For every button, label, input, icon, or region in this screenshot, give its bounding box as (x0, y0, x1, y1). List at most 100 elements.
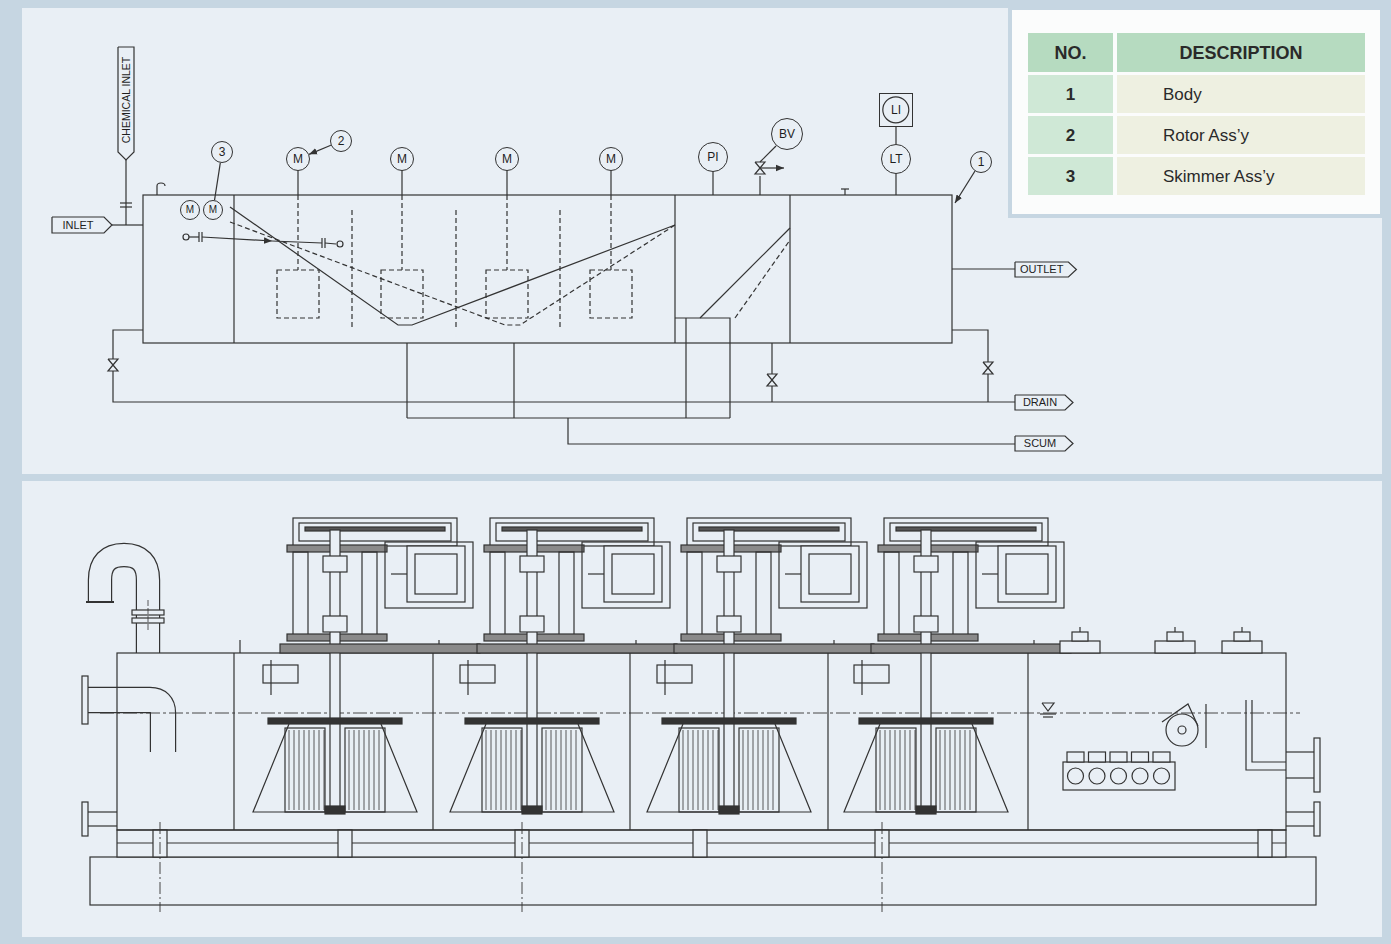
tag-text: INLET (62, 220, 93, 231)
rotor-outline (381, 270, 423, 318)
grille-bar (768, 730, 769, 810)
motor-label: M (397, 153, 407, 165)
hopper (675, 318, 730, 343)
tag-outline (118, 47, 134, 160)
rotor-grille (542, 728, 582, 812)
trough-pipe (270, 660, 271, 695)
grille-bar (299, 730, 300, 810)
grille-bar (950, 730, 951, 810)
bottom-panel (22, 481, 1382, 937)
grille-bar (576, 730, 577, 810)
grille-bar (743, 730, 744, 810)
tag-arrow: SCUM (1015, 436, 1073, 451)
skimmer-guide (1205, 704, 1206, 748)
motor-label: M (293, 153, 303, 165)
instrument-tag: BV (779, 128, 795, 140)
rotor-cone (253, 724, 417, 812)
skid-base (90, 857, 1316, 905)
valve-symbol (767, 374, 777, 386)
collector-cup (1067, 752, 1084, 762)
shaft-foot (916, 806, 936, 814)
shaft-foot (325, 806, 345, 814)
grille-bar (970, 730, 971, 810)
drain-stub (88, 825, 117, 826)
rotor-shaft (610, 195, 611, 270)
outlet-baffle (1252, 700, 1286, 762)
bearing (520, 616, 544, 632)
grille-bar (960, 730, 961, 810)
rotor-cone (844, 724, 1008, 812)
leader-line (955, 171, 975, 203)
partition (233, 653, 234, 830)
baffle (351, 210, 352, 330)
rotor-grille (876, 728, 916, 812)
collector-cup (1132, 752, 1149, 762)
base-plate (674, 644, 874, 653)
vent (844, 189, 845, 195)
callout-number: 3 (219, 146, 226, 158)
weir-line (735, 240, 790, 318)
instrument-tag: LI (891, 104, 901, 116)
collector-roller (1089, 768, 1105, 784)
motor-label: M (606, 153, 616, 165)
rotor-cone (647, 724, 811, 812)
hatch-handle (1241, 627, 1242, 632)
drive-belt (699, 527, 839, 531)
support-leg (693, 830, 707, 857)
collector-roller (1111, 768, 1127, 784)
vent (841, 188, 849, 189)
skimmer-shaft (189, 236, 199, 237)
grille-bar (521, 730, 522, 810)
grille-bar (486, 730, 487, 810)
bearing (520, 556, 544, 572)
outlet-pipe (1286, 751, 1316, 752)
center-line (148, 600, 149, 632)
frame-column (490, 552, 505, 636)
frame-column (362, 552, 377, 636)
water-level-line (100, 713, 1300, 714)
grille-bar (491, 730, 492, 810)
grille-bar (708, 730, 709, 810)
tag-text: OUTLET (1020, 264, 1063, 275)
grille-bar (900, 730, 901, 810)
motor-symbol: M (286, 147, 310, 171)
rotor-shaft (297, 195, 298, 270)
scum-pipe (406, 343, 407, 418)
motor (415, 554, 457, 594)
rotor-disc (662, 718, 796, 724)
water-level-symbol (1040, 713, 1056, 714)
motor (407, 546, 465, 602)
grille-bar (763, 730, 764, 810)
tank-body (143, 195, 952, 343)
flange (82, 676, 88, 724)
rotor-grille (936, 728, 976, 812)
tag-text: SCUM (1024, 438, 1056, 449)
motor-symbol: M (390, 147, 414, 171)
cell-text: Skimmer Ass’y (1163, 168, 1274, 185)
leader-line (215, 163, 221, 200)
belt-guard (299, 523, 451, 541)
collector-roller (1068, 768, 1084, 784)
table-cell: 3 (1028, 157, 1113, 195)
skimmer-drum (1166, 714, 1198, 746)
trough-pipe (861, 660, 862, 695)
inlet-pipe (88, 700, 163, 752)
drain-stub (88, 811, 117, 812)
cell-text: 2 (1066, 127, 1075, 144)
partition (1027, 653, 1028, 830)
leader-line (309, 145, 331, 154)
rotor-disc (465, 718, 599, 724)
motor (809, 554, 851, 594)
hatch-handle (1167, 632, 1183, 641)
shaft-end (337, 241, 343, 247)
rotor-grille (482, 728, 522, 812)
grille-bar (556, 730, 557, 810)
collector-cup (1110, 752, 1127, 762)
instrument-bubble: LT (881, 144, 911, 174)
belt-guard (496, 523, 648, 541)
grille-bar (506, 730, 507, 810)
hatch-handle (1079, 627, 1080, 632)
tag-text: CHEMICAL INLET (121, 56, 132, 143)
collector-roller (1154, 768, 1170, 784)
